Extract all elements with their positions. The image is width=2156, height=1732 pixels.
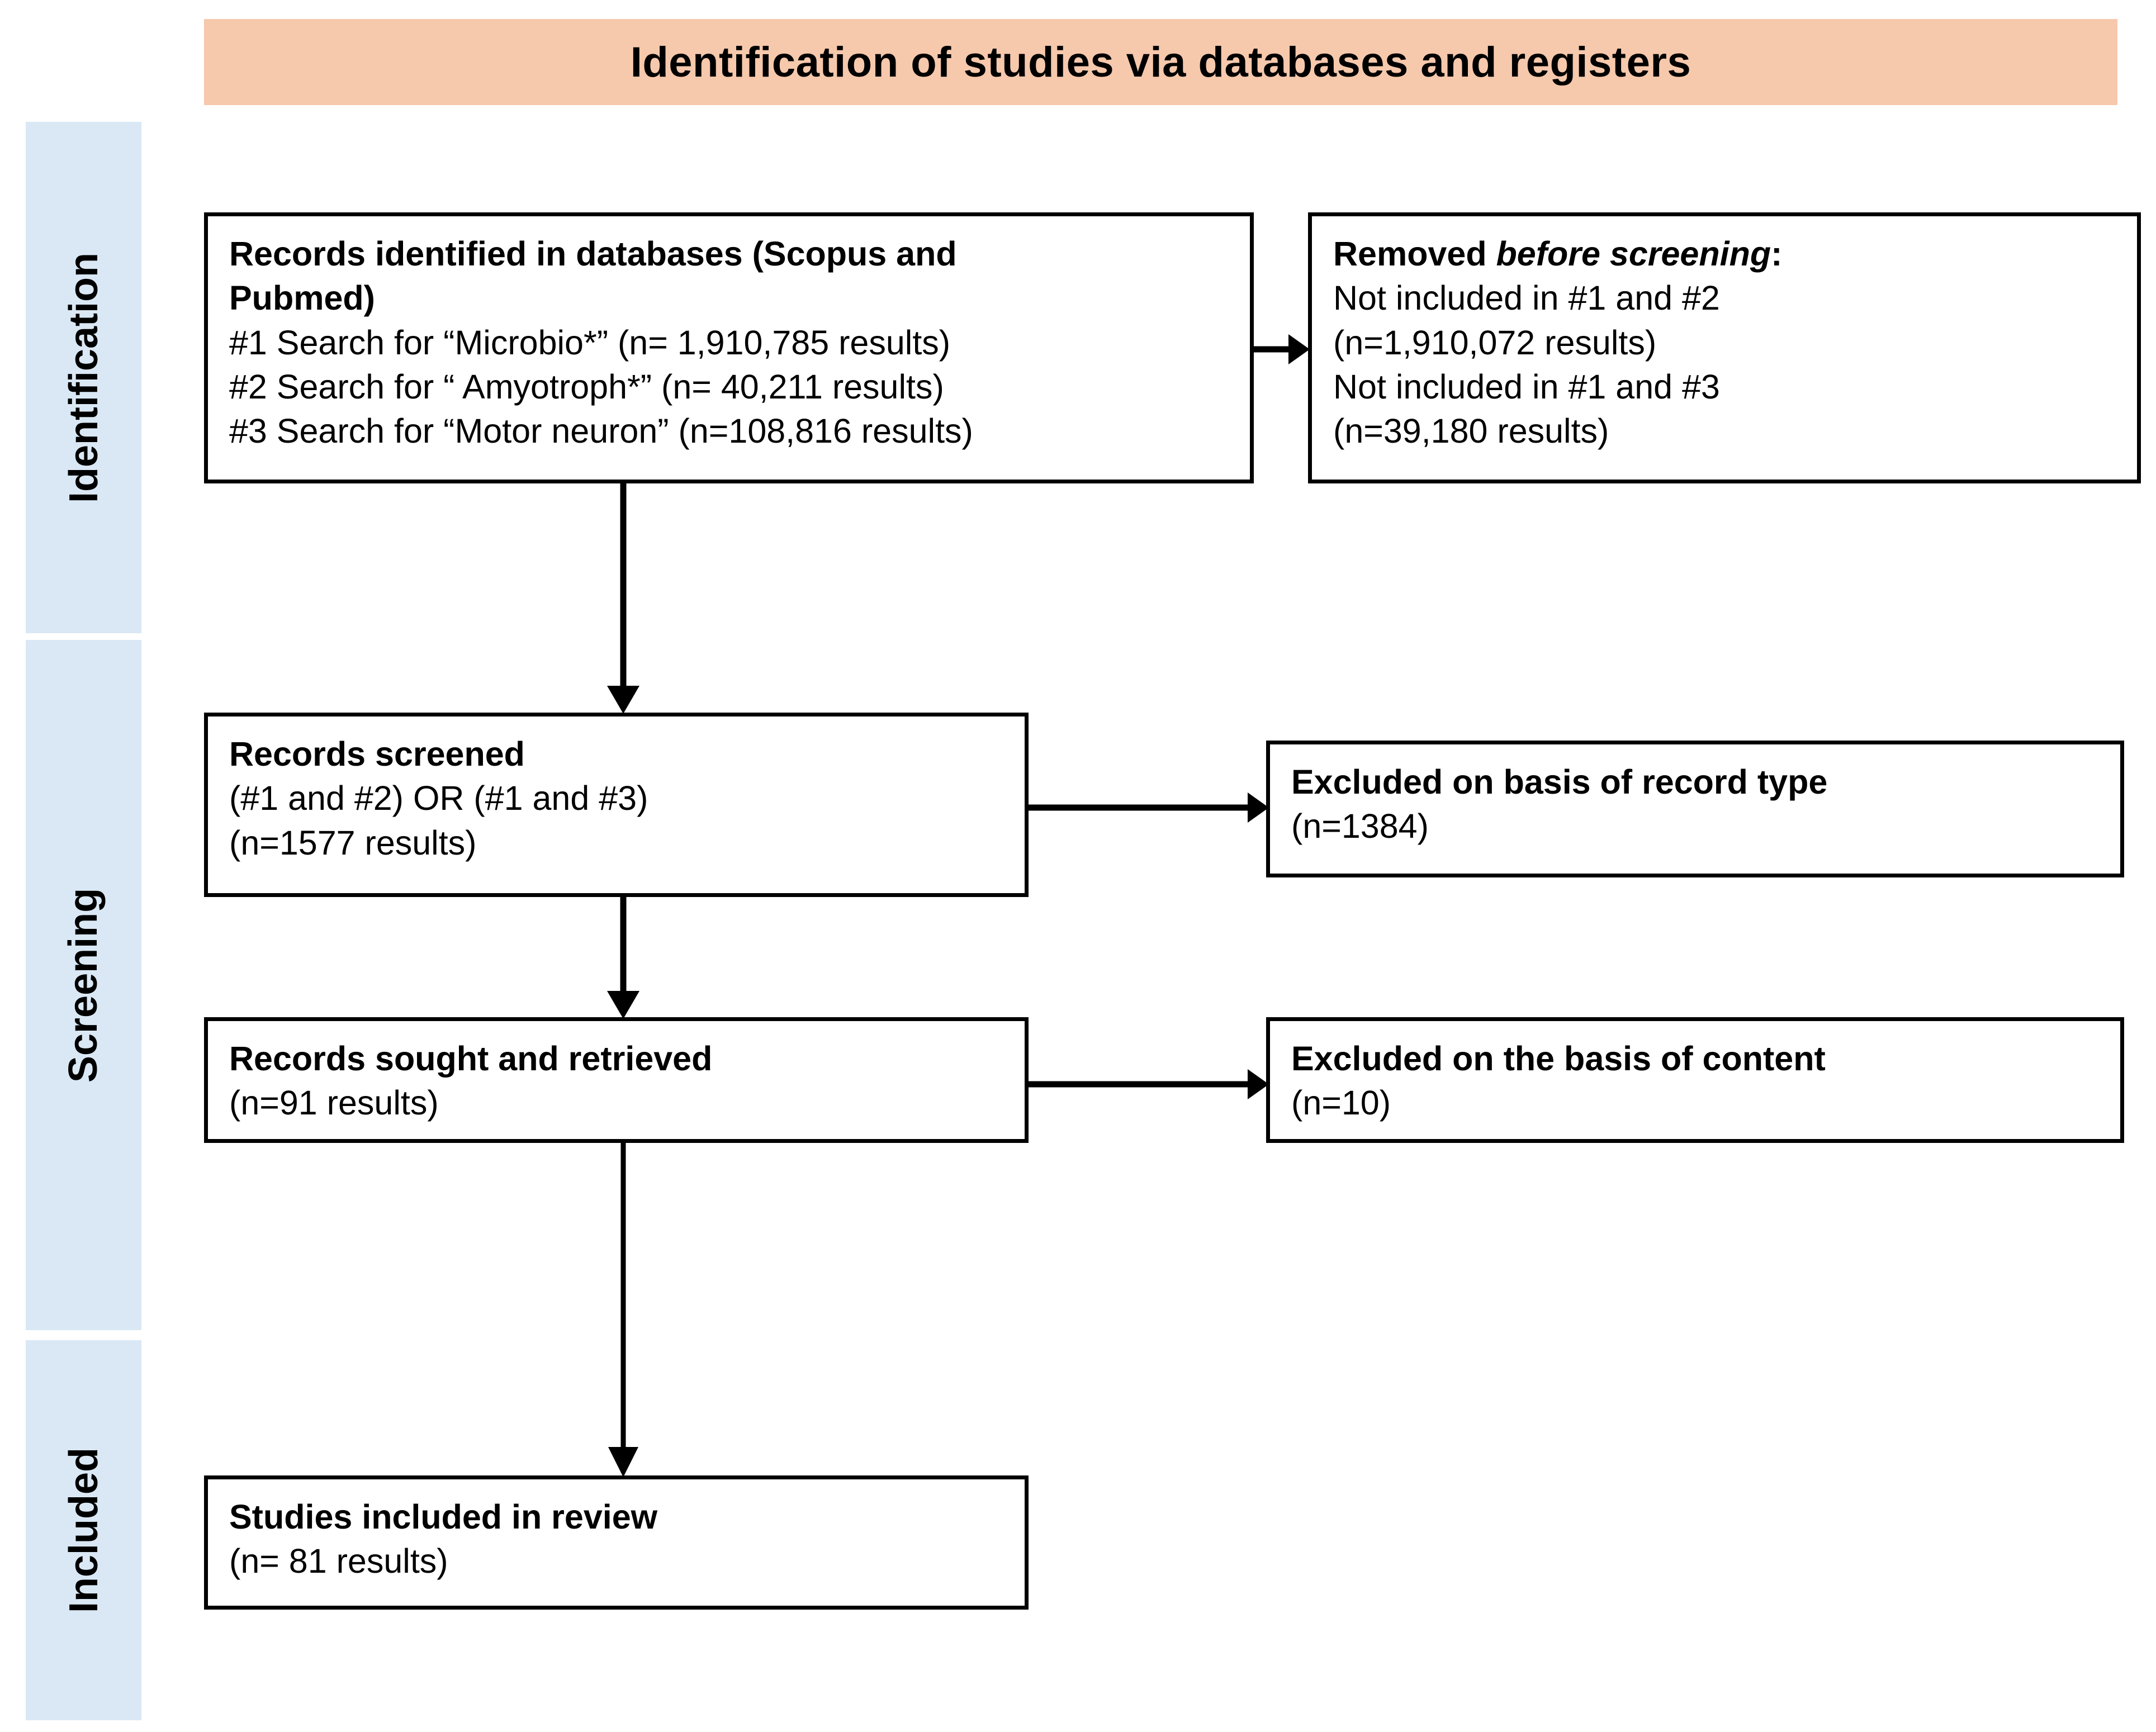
box-removed-title-emphasis: before screening <box>1496 235 1771 273</box>
box-excluded-record-type: Excluded on basis of record type (n=1384… <box>1266 741 2124 877</box>
box-records-identified-title-line-2: Pubmed) <box>229 279 375 317</box>
stage-rail-label-screening: Screening <box>61 888 106 1083</box>
box-records-sought-retrieved: Records sought and retrieved (n=91 resul… <box>204 1017 1029 1143</box>
box-removed-line-3: Not included in #1 and #3 <box>1333 367 1720 406</box>
box-studies-included-count: (n= 81 results) <box>229 1542 448 1581</box>
header-banner: Identification of studies via databases … <box>204 19 2117 105</box>
box-removed-line-4: (n=39,180 results) <box>1333 412 1609 450</box>
box-removed-title: Removed before screening: <box>1333 232 2137 276</box>
box-removed-title-suffix: : <box>1771 235 1783 273</box>
stage-rail-screening: Screening <box>26 640 141 1330</box>
box-excluded-content-count: (n=10) <box>1291 1084 1391 1122</box>
box-records-screened: Records screened (#1 and #2) OR (#1 and … <box>204 713 1029 897</box>
box-excluded-record-type-count: (n=1384) <box>1291 807 1429 846</box>
box-removed-line-2: (n=1,910,072 results) <box>1333 323 1657 362</box>
box-excluded-record-type-title: Excluded on basis of record type <box>1291 763 1828 801</box>
arrow-identified-to-removed <box>1254 330 1315 369</box>
arrow-sought-to-excluded-content <box>1029 1065 1274 1104</box>
box-removed-before-screening: Removed before screening: Not included i… <box>1308 212 2141 483</box>
stage-rail-included: Included <box>26 1340 141 1720</box>
box-records-identified-title-line-1: Records identified in databases (Scopus … <box>229 235 957 273</box>
box-studies-included-title: Studies included in review <box>229 1498 658 1536</box>
box-removed-line-1: Not included in #1 and #2 <box>1333 279 1720 317</box>
box-records-identified-search-1: #1 Search for “Microbio*” (n= 1,910,785 … <box>229 323 951 362</box>
box-records-screened-line-2: (n=1577 results) <box>229 823 477 862</box>
box-records-sought-retrieved-count: (n=91 results) <box>229 1084 439 1122</box>
box-records-identified: Records identified in databases (Scopus … <box>204 212 1254 483</box>
page-title: Identification of studies via databases … <box>630 38 1691 86</box>
arrow-screened-to-sought <box>598 897 648 1023</box>
box-excluded-content-title: Excluded on the basis of content <box>1291 1040 1826 1078</box>
arrow-identified-to-screened <box>598 483 648 718</box>
stage-rail-label-identification: Identification <box>61 252 106 503</box>
box-records-identified-search-2: #2 Search for “ Amyotroph*” (n= 40,211 r… <box>229 367 944 406</box>
stage-rail-label-included: Included <box>61 1447 106 1614</box>
box-excluded-content: Excluded on the basis of content (n=10) <box>1266 1017 2124 1143</box>
box-records-screened-title: Records screened <box>229 735 525 773</box>
stage-rail-identification: Identification <box>26 122 141 633</box>
box-records-identified-search-3: #3 Search for “Motor neuron” (n=108,816 … <box>229 412 973 450</box>
arrow-sought-to-included <box>598 1143 648 1481</box>
box-records-screened-line-1: (#1 and #2) OR (#1 and #3) <box>229 779 648 818</box>
arrow-screened-to-excluded-record-type <box>1029 788 1274 827</box>
box-studies-included: Studies included in review (n= 81 result… <box>204 1475 1029 1610</box>
box-records-sought-retrieved-title: Records sought and retrieved <box>229 1040 713 1078</box>
box-removed-title-prefix: Removed <box>1333 235 1496 273</box>
